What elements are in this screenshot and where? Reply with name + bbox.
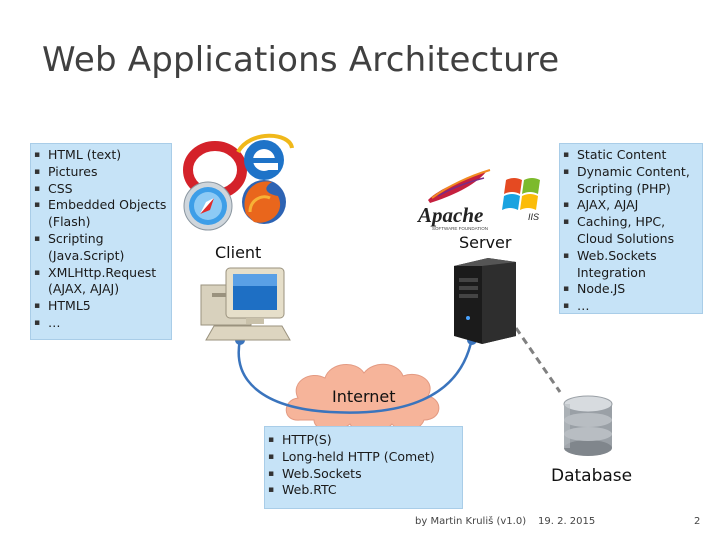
server-database-link: [514, 327, 562, 393]
footer-author: by Martin Kruliš (v1.0): [415, 516, 527, 527]
apache-logo: Apache SOFTWARE FOUNDATION: [416, 169, 491, 231]
client-label: Client: [215, 243, 262, 262]
server-tower-icon: [454, 258, 516, 344]
list-item: Web.Sockets Integration: [563, 248, 702, 282]
list-item: Pictures: [34, 164, 171, 181]
page-number: 2: [694, 516, 701, 527]
protocols-box: HTTP(S) Long-held HTTP (Comet) Web.Socke…: [264, 426, 463, 509]
list-item: CSS: [34, 181, 171, 198]
list-item: Web.Sockets: [268, 466, 462, 483]
list-item: Dynamic Content, Scripting (PHP): [563, 164, 702, 198]
list-item: Embedded Objects (Flash): [34, 197, 171, 231]
list-item: Long-held HTTP (Comet): [268, 449, 462, 466]
server-technologies-box: Static Content Dynamic Content, Scriptin…: [559, 143, 703, 315]
slide-title: Web Applications Architecture: [42, 40, 560, 80]
list-item: HTTP(S): [268, 432, 462, 449]
list-item: Web.RTC: [268, 482, 462, 499]
list-item: Scripting (Java.Script): [34, 231, 171, 265]
internet-label: Internet: [332, 387, 396, 406]
list-item: XMLHttp.Request (AJAX, AJAJ): [34, 265, 171, 299]
list-item: HTML5: [34, 298, 171, 315]
list-item: Caching, HPC, Cloud Solutions: [563, 214, 702, 248]
server-label: Server: [459, 233, 512, 252]
list-item: …: [563, 298, 702, 315]
apache-logo-subtitle: SOFTWARE FOUNDATION: [432, 226, 488, 231]
apache-logo-text: Apache: [416, 203, 483, 227]
list-item: Node.JS: [563, 281, 702, 298]
database-label: Database: [551, 466, 633, 486]
list-item: HTML (text): [34, 147, 171, 164]
browser-logos-icon: [183, 133, 294, 231]
client-technologies-box: HTML (text) Pictures CSS Embedded Object…: [30, 143, 172, 340]
client-computer-icon: [200, 267, 291, 341]
footer-date: 19. 2. 2015: [538, 516, 596, 527]
database-icon: [563, 395, 613, 456]
list-item: …: [34, 315, 171, 332]
list-item: Static Content: [563, 147, 702, 164]
iis-logo: IIS: [502, 178, 540, 222]
iis-logo-text: IIS: [528, 212, 539, 222]
list-item: AJAX, AJAJ: [563, 197, 702, 214]
client-server-connection: [237, 337, 474, 414]
